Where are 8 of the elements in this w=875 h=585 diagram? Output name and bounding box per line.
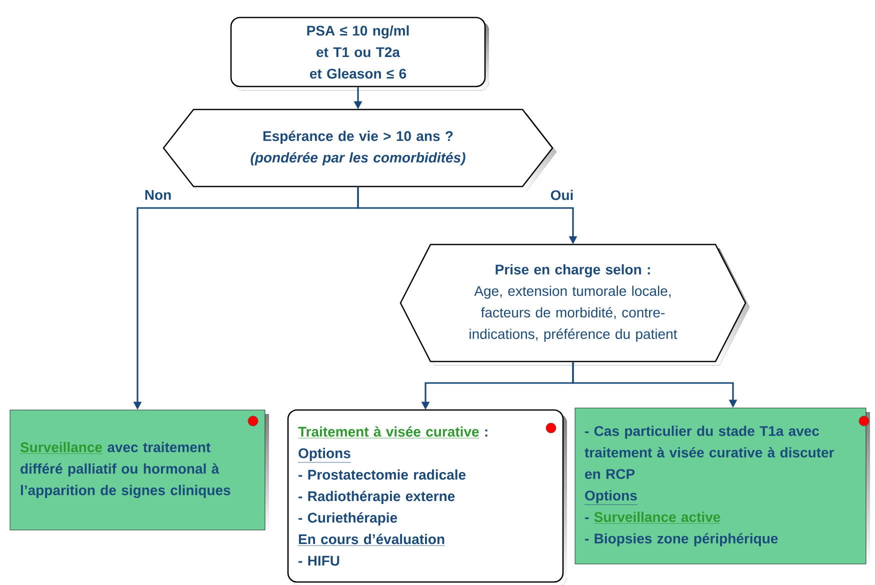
edge-label: Oui <box>549 188 575 202</box>
option-box: - Cas particulier du stade T1a avec traitement à visée curative à discuter en RCP Options - Surveillance active - Biopsies zone périphérique <box>574 408 870 568</box>
decision-hexagon: Espérance de vie > 10 ans ? (pondérée par les comorbidités) <box>162 108 556 190</box>
outcome-box: Surveillance avec traitement différé palliatif ou hormonal à l’apparition de signes cliniques <box>10 410 269 534</box>
treatment-box: Traitement à visée curative : Options - Prostatectomie radicale - Radiothérapie externe - Curiethérapie En cours d’évaluation - HIFU <box>287 409 567 585</box>
edge-label: Non <box>143 189 173 201</box>
start-box: PSA ≤ 10 ng/ml et T1 ou T2a et Gleason ≤ 6 <box>230 16 489 90</box>
decision-hexagon: Prise en charge selon : Age, extension tumorale locale, facteurs de morbidité, contre-indications, préférence du patient <box>400 244 750 366</box>
